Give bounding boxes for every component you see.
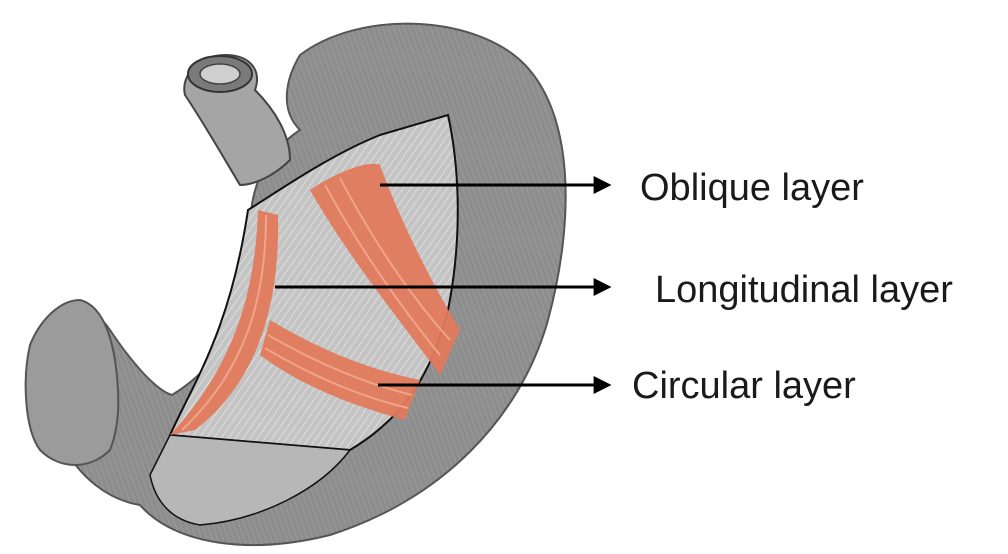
circular-layer-label: Circular layer	[632, 365, 856, 407]
oblique-layer-label: Oblique layer	[640, 167, 864, 209]
stomach-illustration	[26, 24, 566, 545]
pylorus	[26, 300, 119, 465]
longitudinal-layer-label: Longitudinal layer	[655, 269, 953, 311]
